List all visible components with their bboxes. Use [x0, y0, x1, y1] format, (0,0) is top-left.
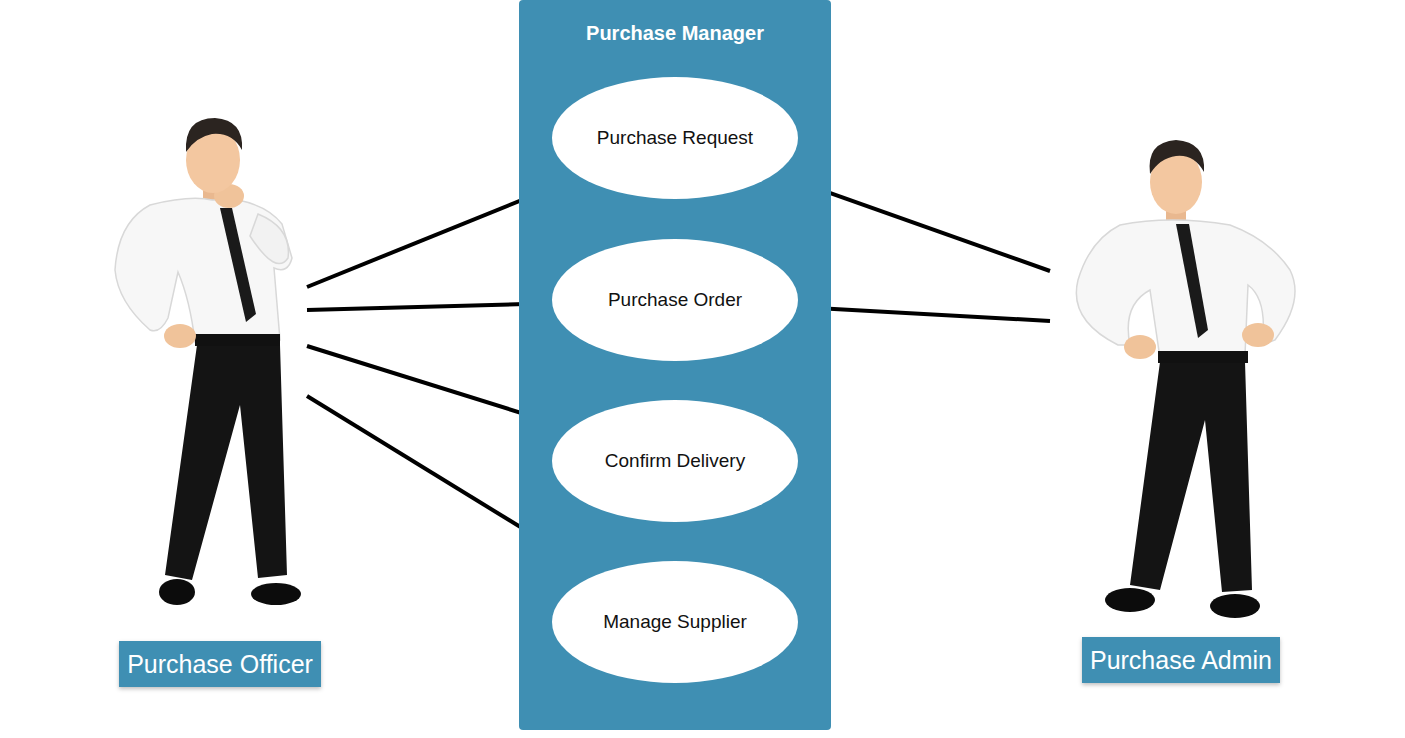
association-line — [307, 303, 551, 310]
actor-label: Purchase Officer — [119, 641, 321, 687]
actor-label: Purchase Admin — [1082, 637, 1280, 683]
admin-figure — [1076, 140, 1295, 618]
association-line — [798, 307, 1050, 321]
use-case-label: Purchase Order — [608, 289, 742, 311]
use-case-ellipse: Purchase Order — [551, 238, 799, 362]
ellipse-outline — [552, 77, 798, 199]
ellipse-outline — [552, 239, 798, 361]
use-case-ellipse: Manage Supplier — [551, 560, 799, 684]
use-case-ellipse: Confirm Delivery — [551, 399, 799, 523]
use-case-label: Confirm Delivery — [605, 450, 745, 472]
officer-figure — [115, 118, 301, 605]
ellipse-outline — [552, 561, 798, 683]
use-case-label: Purchase Request — [597, 127, 753, 149]
ellipse-outline — [552, 400, 798, 522]
actor: Purchase Officer — [105, 110, 307, 690]
use-case-label: Manage Supplier — [603, 611, 747, 633]
actor: Purchase Admin — [1050, 135, 1305, 690]
use-case-ellipse: Purchase Request — [551, 76, 799, 200]
system-boundary: Purchase ManagerPurchase RequestPurchase… — [519, 0, 831, 730]
boundary-title: Purchase Manager — [586, 22, 764, 45]
